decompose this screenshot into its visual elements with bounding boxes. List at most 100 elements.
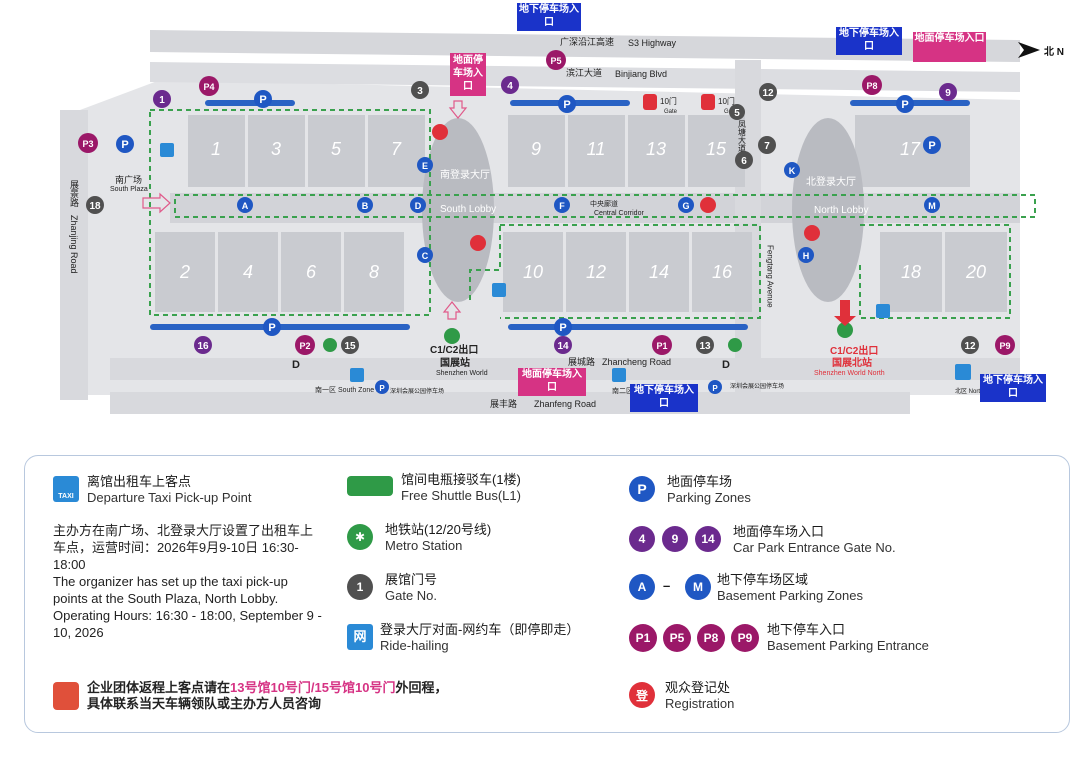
zhanjing-zh: 展景路 (69, 180, 79, 208)
hall-7[interactable] (368, 115, 425, 187)
entrance-4: 4 (507, 81, 513, 92)
legend-shuttle: 馆间电瓶接驳车(1楼) Free Shuttle Bus(L1) (401, 472, 521, 503)
hall-4[interactable] (218, 232, 278, 312)
hall-label-1: 1 (211, 139, 221, 159)
ride-hailing-icon: 网 (347, 624, 373, 650)
gate10-b-label: 10门 (718, 96, 735, 106)
svg-text:H: H (803, 251, 810, 261)
hall-10[interactable] (503, 232, 563, 312)
entrance-16: 16 (197, 341, 209, 352)
svg-text:P: P (901, 99, 908, 111)
callout-surface-14: 地面停车场入口 (518, 368, 586, 396)
legend-panel: TAXI 离馆出租车上客点 Departure Taxi Pick-up Poi… (24, 455, 1070, 733)
binjiang-en: Binjiang Blvd (615, 69, 667, 79)
hall-18[interactable] (880, 232, 942, 312)
registration-markers (432, 124, 820, 251)
hall-label-5: 5 (331, 139, 342, 159)
group-bus-icon (53, 682, 79, 710)
hall-label-13: 13 (646, 139, 666, 159)
entrance-1: 1 (159, 95, 165, 106)
metro-north-en: Shenzhen World North (814, 370, 885, 377)
svg-text:G: G (682, 201, 689, 211)
zhanfeng-road-band (110, 392, 910, 414)
entrance-14-icon: 14 (695, 526, 721, 552)
hall-label-7: 7 (391, 139, 402, 159)
hall-14[interactable] (629, 232, 689, 312)
metro-north-arrow (834, 300, 856, 326)
hall-5[interactable] (308, 115, 365, 187)
basement-zone-a-icon: A (629, 574, 655, 600)
p5-marker: P5 (550, 56, 561, 66)
central-corridor-zh: 中央廊道 (590, 199, 618, 208)
hall-label-2: 2 (179, 262, 190, 282)
car-park-entrance-markers: 1 4 9 16 14 (153, 76, 957, 354)
hall-label-6: 6 (306, 262, 317, 282)
entrance-14: 14 (557, 341, 569, 352)
p4-marker: P4 (203, 82, 214, 92)
entrance-9-icon: 9 (662, 526, 688, 552)
bus-stop-south: 深圳会展公园停车场 (390, 387, 444, 395)
hall-label-15: 15 (706, 139, 727, 159)
north-lobby-en: North Lobby (814, 205, 868, 216)
north-lobby-zh: 北登录大厅 (806, 175, 856, 188)
metro-north-exit: C1/C2出口 (830, 344, 878, 357)
svg-text:C: C (422, 251, 429, 261)
hall-1[interactable] (188, 115, 245, 187)
svg-text:P: P (268, 322, 275, 334)
hall-9[interactable] (508, 115, 565, 187)
metro-south-zh: 国展站 (440, 356, 470, 369)
central-corridor (170, 193, 1020, 223)
basement-p5-icon: P5 (663, 624, 691, 652)
hall-2[interactable] (155, 232, 215, 312)
hall-6[interactable] (281, 232, 341, 312)
hall-8[interactable] (344, 232, 404, 312)
south-plaza-entry-arrow (142, 192, 171, 214)
fengtang-en: Fengtang Avenue (766, 245, 775, 308)
hall-label-10: 10 (523, 262, 543, 282)
svg-text:E: E (422, 161, 428, 171)
hall-11[interactable] (568, 115, 625, 187)
basement-p9-icon: P9 (731, 624, 759, 652)
p2-marker: P2 (299, 341, 310, 351)
hall-3[interactable] (248, 115, 305, 187)
gate-3: 3 (417, 86, 423, 97)
svg-text:A: A (242, 201, 249, 211)
svg-text:F: F (559, 201, 565, 211)
s3-highway-zh: 广深沿江高速 (560, 36, 614, 47)
legend-basement-entry: 地下停车入口 Basement Parking Entrance (767, 622, 929, 653)
gate-18: 18 (89, 201, 101, 212)
legend-metro: 地铁站(12/20号线) Metro Station (385, 522, 492, 553)
gate-15: 15 (344, 341, 356, 352)
north-label: 北 N (1044, 45, 1064, 58)
legend-group-bus: 企业团体返程上客点请在13号馆10号门/15号馆10号门外回程， 具体联系当天车… (87, 680, 448, 711)
s3-highway-band (150, 30, 1020, 62)
hall-15[interactable] (688, 115, 745, 187)
legend-taxi: 离馆出租车上客点 Departure Taxi Pick-up Point (87, 474, 252, 505)
legend-parking: 地面停车场 Parking Zones (667, 474, 751, 505)
metro-markers (323, 322, 853, 352)
callout-underground-p1: 地下停车场入口 (630, 384, 698, 412)
callout-underground-p5: 地下停车场入口 (517, 3, 581, 31)
south-lobby-en: South Lobby (440, 204, 496, 215)
hall-20[interactable] (945, 232, 1007, 312)
zhanfeng-zh: 展丰路 (490, 398, 517, 409)
taxi-note: 主办方在南广场、北登录大厅设置了出租车上车点，运营时间：2026年9月9-10日… (53, 523, 322, 640)
d-label-mid: D (722, 359, 730, 371)
gate-number-icon: 1 (347, 574, 373, 600)
basement-p8-icon: P8 (697, 624, 725, 652)
gate-7: 7 (764, 141, 770, 152)
gate-markers: 3 12 5 6 7 18 15 13 12 (86, 81, 979, 354)
south-lobby[interactable] (422, 118, 494, 302)
svg-text:P: P (928, 140, 935, 152)
hall-label-14: 14 (649, 262, 669, 282)
svg-text:P: P (259, 94, 266, 106)
hall-13[interactable] (628, 115, 685, 187)
svg-text:K: K (789, 166, 796, 176)
zhanfeng-en: Zhanfeng Road (534, 399, 596, 409)
legend-registration: 观众登记处 Registration (665, 680, 735, 711)
p3-marker: P3 (82, 139, 93, 149)
hall-17[interactable] (855, 115, 970, 187)
parking-zone-markers: P P P P P P P P P (116, 90, 941, 394)
hall-12[interactable] (566, 232, 626, 312)
hall-16[interactable] (692, 232, 752, 312)
